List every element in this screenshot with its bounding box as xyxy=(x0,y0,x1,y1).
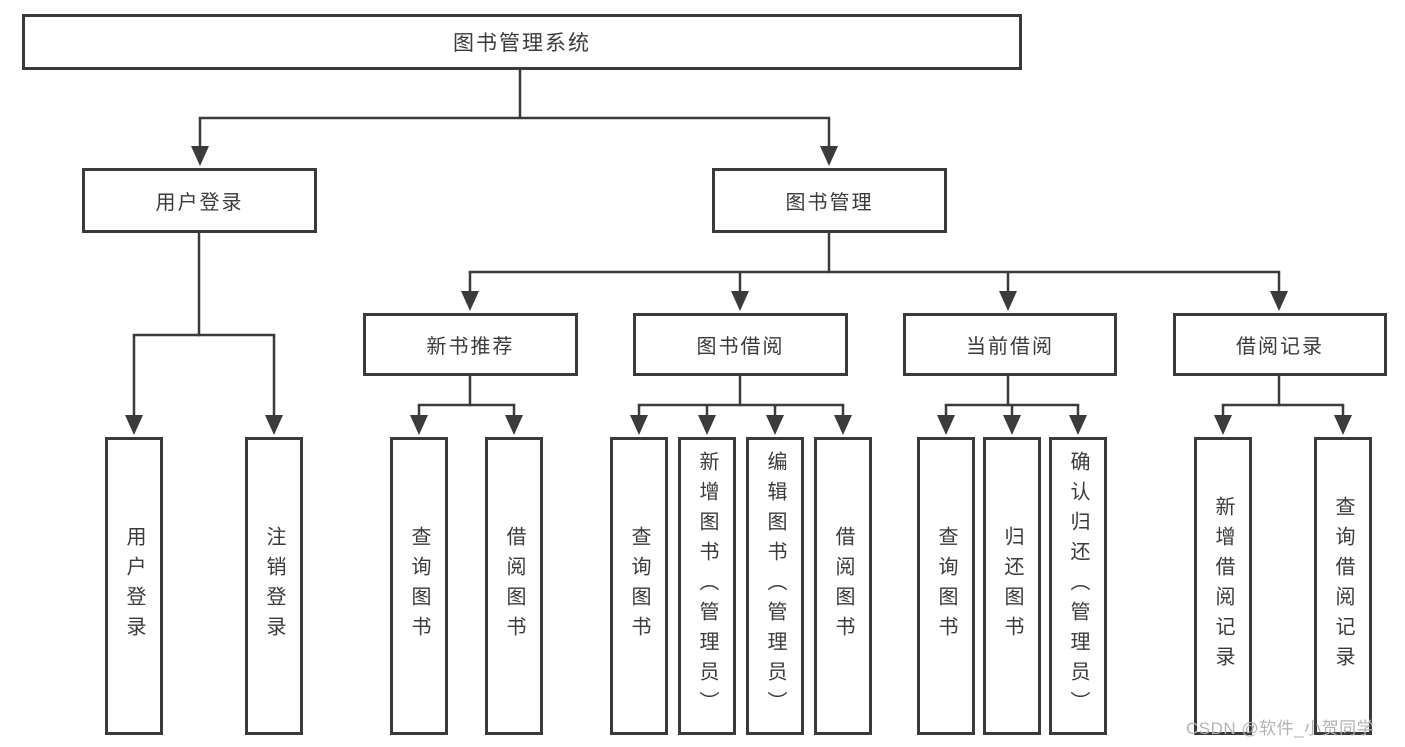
node-new-book-recommend: 新书推荐 xyxy=(363,313,578,376)
leaf-edit-books-admin: 编辑图书（管理员） xyxy=(746,437,804,735)
leaf-add-borrow-record: 新增借阅记录 xyxy=(1194,437,1252,735)
leaf-confirm-return-admin: 确认归还（管理员） xyxy=(1049,437,1107,735)
leaf-borrow-books: 借阅图书 xyxy=(485,437,543,735)
node-current-borrow: 当前借阅 xyxy=(903,313,1117,376)
csdn-watermark: CSDN @软件_小贺同学 xyxy=(1186,719,1375,738)
arrowheads xyxy=(125,146,1352,435)
node-book-management: 图书管理 xyxy=(712,168,947,233)
node-book-borrow: 图书借阅 xyxy=(633,313,848,376)
leaf-user-login: 用户登录 xyxy=(105,437,163,735)
leaf-query-books: 查询图书 xyxy=(610,437,668,735)
node-borrow-record: 借阅记录 xyxy=(1173,313,1387,376)
leaf-borrow-books: 借阅图书 xyxy=(814,437,872,735)
leaf-query-books: 查询图书 xyxy=(917,437,975,735)
leaf-logout: 注销登录 xyxy=(245,437,303,735)
leaf-query-borrow-record: 查询借阅记录 xyxy=(1314,437,1372,735)
node-library-system: 图书管理系统 xyxy=(22,14,1022,70)
node-user-login: 用户登录 xyxy=(82,168,317,233)
leaf-return-books: 归还图书 xyxy=(983,437,1041,735)
leaf-add-books-admin: 新增图书（管理员） xyxy=(678,437,736,735)
leaf-query-books: 查询图书 xyxy=(390,437,448,735)
